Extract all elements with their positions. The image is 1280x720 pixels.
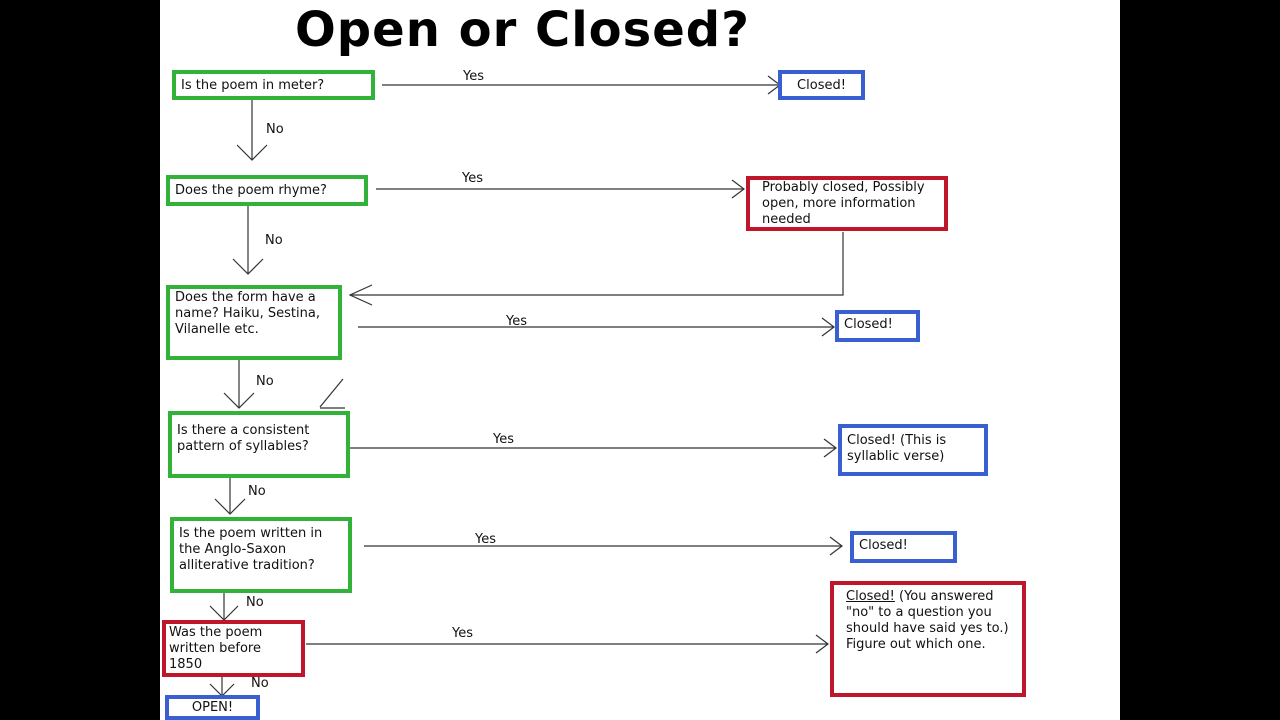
flowchart-arrows [209, 75, 844, 697]
outcome-closed-meter: Closed! [778, 70, 865, 100]
outcome-closed-recheck: Closed! (You answered "no" to a question… [830, 581, 1026, 697]
question-before-1850: Was the poem written before 1850 [162, 620, 305, 677]
pen-mark [319, 378, 344, 408]
no-label-q1: No [266, 122, 284, 137]
no-label-q2: No [265, 233, 283, 248]
outcome-probably-closed: Probably closed, Possibly open, more inf… [746, 176, 948, 231]
yes-label-q4: Yes [493, 432, 514, 447]
arrow-o2-back [350, 232, 844, 296]
outcome-open: OPEN! [165, 695, 260, 720]
outcome-closed-syllabic: Closed! (This is syllablic verse) [838, 424, 988, 476]
question-form-name: Does the form have a name? Haiku, Sestin… [166, 285, 342, 360]
outcome-closed-alliterative: Closed! [850, 531, 957, 563]
question-anglo-saxon: Is the poem written in the Anglo-Saxon a… [170, 517, 352, 593]
no-label-q5: No [246, 595, 264, 610]
slide: Open or Closed? Is the poem in meter? Do… [160, 0, 1120, 720]
page-title: Open or Closed? [295, 2, 750, 58]
yes-label-q2: Yes [462, 171, 483, 186]
yes-label-q5: Yes [475, 532, 496, 547]
yes-label-q3: Yes [506, 314, 527, 329]
question-meter: Is the poem in meter? [172, 70, 375, 100]
outcome-closed-recheck-body: (You answered "no" to a question you sho… [846, 589, 1009, 652]
question-rhyme: Does the poem rhyme? [166, 175, 368, 206]
question-syllables: Is there a consistent pattern of syllabl… [168, 411, 350, 478]
no-label-q3: No [256, 374, 274, 389]
yes-label-q6: Yes [452, 626, 473, 641]
no-label-q4: No [248, 484, 266, 499]
outcome-closed-form: Closed! [835, 310, 920, 342]
outcome-closed-recheck-head: Closed! [846, 589, 895, 604]
yes-label-q1: Yes [463, 69, 484, 84]
no-label-q6: No [251, 676, 269, 691]
